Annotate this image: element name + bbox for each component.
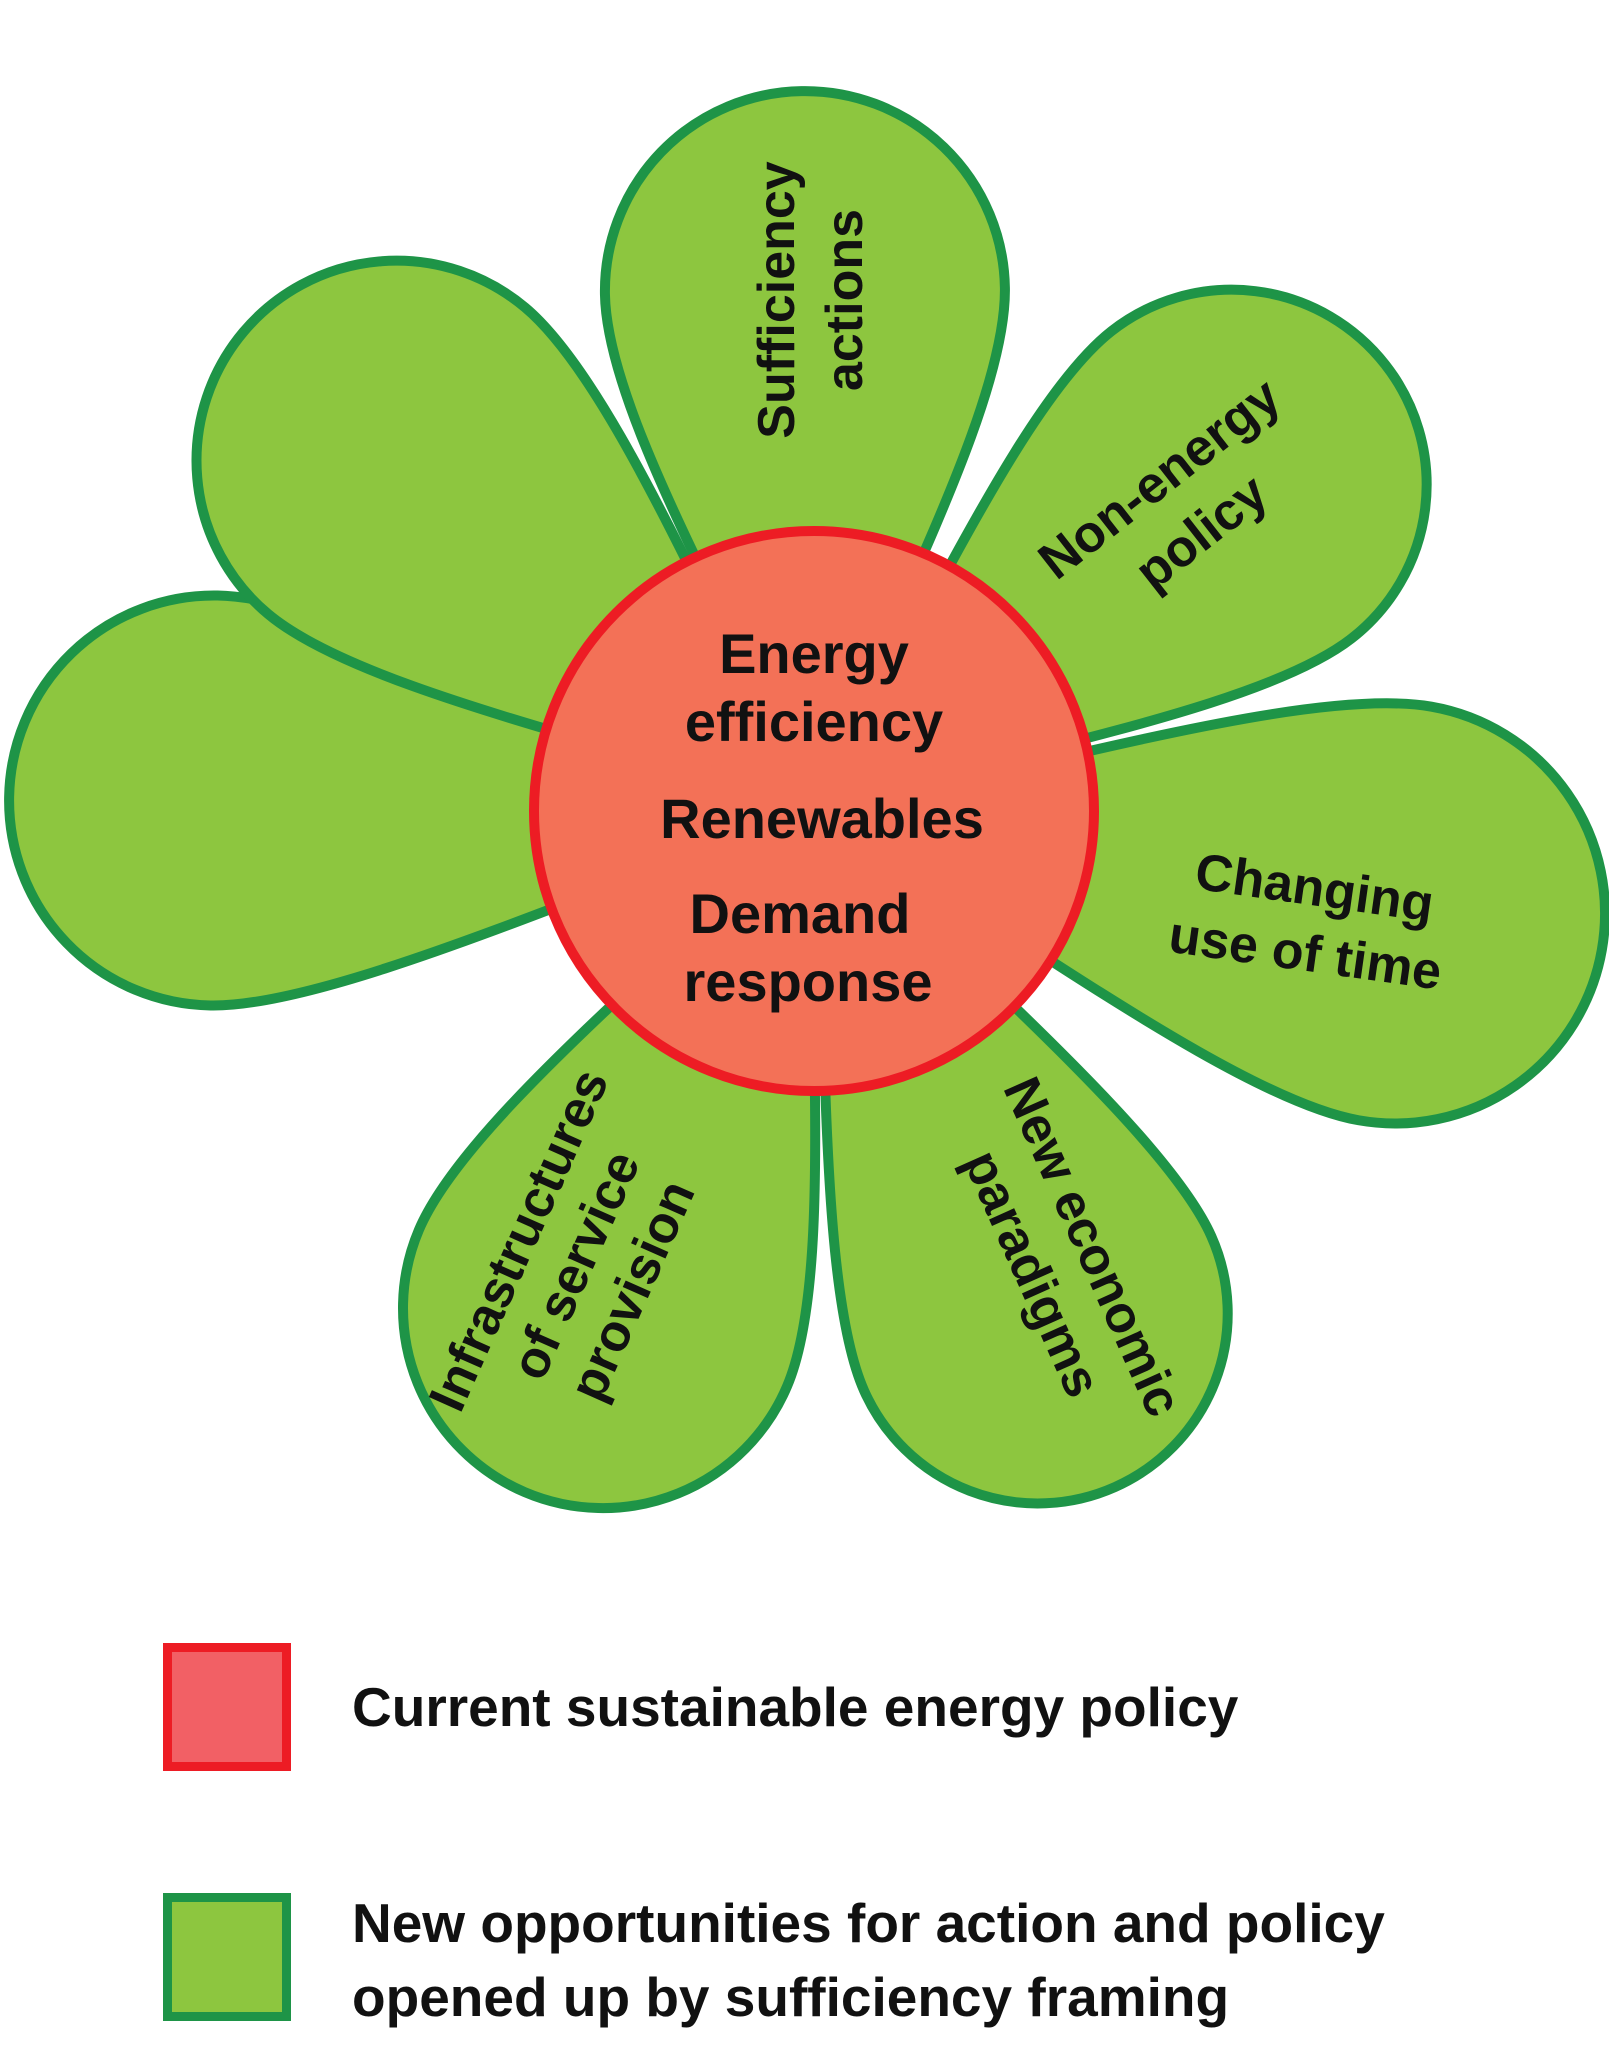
center-line-energy: Energy xyxy=(719,622,909,685)
legend-swatch-red xyxy=(163,1643,291,1771)
legend-swatch-green xyxy=(163,1893,291,2021)
legend-label-new-opportunities-line1: New opportunities for action and policy xyxy=(352,1892,1385,1954)
legend-label-current-policy: Current sustainable energy policy xyxy=(352,1676,1239,1738)
legend-item-new-opportunities: New opportunities for action and policy … xyxy=(0,1890,1609,2050)
center-circle xyxy=(529,526,1099,1096)
center-line-demand: Demand xyxy=(690,882,911,945)
petal-label-line: actions xyxy=(816,209,874,391)
legend-item-current-policy: Current sustainable energy policy xyxy=(0,1640,1609,1800)
center-line-response: response xyxy=(684,950,933,1013)
center-line-renewables: Renewables xyxy=(660,787,984,850)
center-label-group: Energy efficiency Renewables Demand resp… xyxy=(660,622,984,1013)
legend-label-new-opportunities-line2: opened up by sufficiency framing xyxy=(352,1966,1230,2028)
petal-label-line: Sufficiency xyxy=(748,161,806,438)
center-line-efficiency: efficiency xyxy=(685,690,943,753)
